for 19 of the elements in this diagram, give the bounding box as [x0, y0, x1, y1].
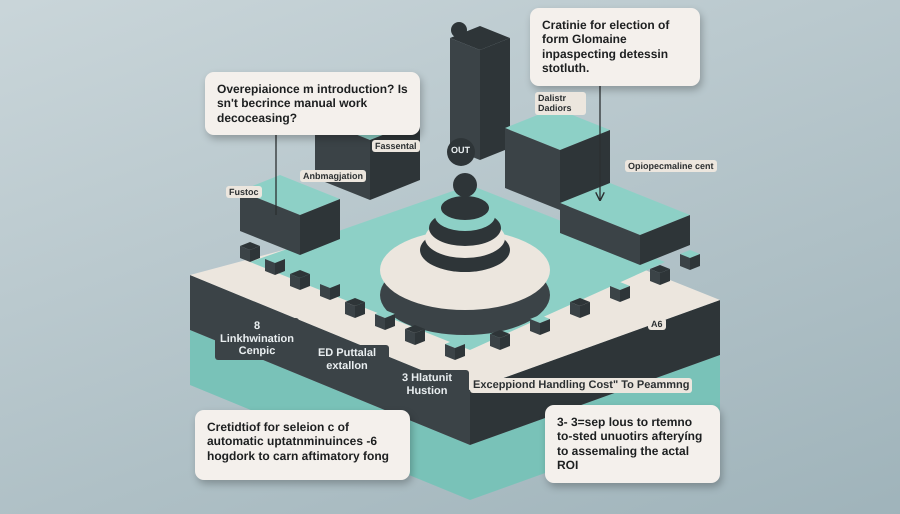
callout-text: Cratinie for election of form Glomaine inpaspecting detessin stotluth. — [542, 18, 670, 76]
callout-text: Cretidtiof for seleion c of automatic uptatnminuinces -6 hogdork to carn aftimatory fong — [207, 420, 390, 464]
callout-card — [545, 405, 720, 483]
part-label: Fassental — [372, 140, 420, 152]
callout-text: 3- 3=sep lous to rtemno to-sted unuotirs afteryíng to assemaling the actal ROI — [557, 415, 704, 473]
arrow — [594, 86, 606, 202]
callout-card — [195, 410, 410, 480]
leader-line — [275, 135, 277, 215]
callout-text: Overepiaionce m introduction? Is sn't becrince manual work decoceasing? — [217, 82, 408, 126]
callout-card — [205, 72, 420, 136]
part-label: Anbmagjation — [300, 170, 366, 182]
out-label: OUT — [451, 145, 470, 156]
section-label: 8 Linkhwination Cenpic — [215, 318, 299, 360]
section-label: Exceppiond Handling Cost" To Peammng — [470, 378, 692, 393]
section-label: A6 — [648, 318, 666, 330]
part-label: Dalistr Dadiors — [535, 92, 586, 115]
part-label: Opiopecmaline cent — [625, 160, 717, 172]
callout-card — [530, 8, 700, 86]
part-label: Fustoc — [226, 186, 262, 198]
